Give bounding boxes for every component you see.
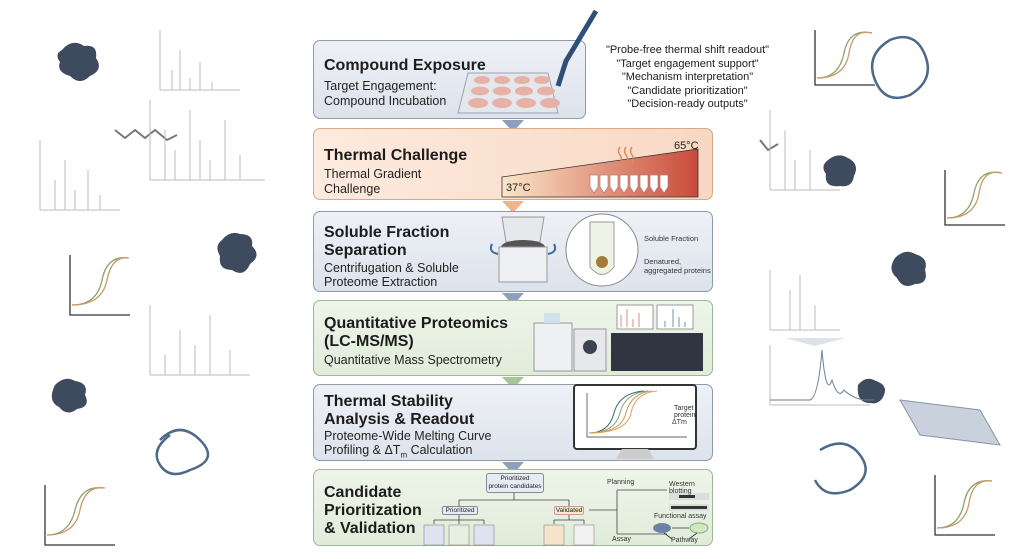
heat-icon — [617, 146, 635, 164]
protein-blob-icon — [891, 251, 926, 286]
protein-blob-icon — [51, 378, 87, 413]
outcome-item: "Probe-free thermal shift readout" — [605, 44, 770, 56]
melting-curve-chart — [944, 170, 1005, 226]
melting-curve-chart — [934, 475, 995, 536]
spectrum-chart — [769, 110, 840, 191]
western-blot-icon — [669, 493, 709, 511]
step-subtitle: Target Engagement: — [324, 79, 437, 93]
subtitle-part: Calculation — [407, 443, 473, 457]
melting-curve — [816, 31, 873, 79]
melting-curve — [71, 257, 130, 306]
step-subtitle: Profiling & ΔTm Calculation — [324, 443, 472, 463]
step-title: (LC-MS/MS) — [324, 333, 414, 350]
centrifuge-icon — [489, 216, 557, 283]
protein-ribbon-icon — [870, 35, 930, 100]
functional-assay-label: Functional assay — [654, 513, 707, 520]
outcome-item: "Target engagement support" — [616, 57, 759, 70]
target-protein-label: Target protein — [674, 405, 696, 419]
spectrum-chart — [149, 100, 265, 181]
lc-ms-instrument-icon — [533, 304, 703, 372]
step-soluble-fraction: Soluble Fraction Separation Centrifugati… — [313, 211, 713, 292]
subtitle-part: Profiling & ΔT — [324, 443, 401, 457]
protein-blob-icon — [217, 232, 257, 273]
assay-label: Assay — [612, 536, 632, 543]
melting-curve — [936, 480, 993, 529]
step-thermal-stability-analysis: Thermal Stability Analysis & Readout Pro… — [313, 384, 713, 461]
protein-blob-icon — [57, 42, 99, 81]
melting-curve-chart — [814, 30, 875, 86]
protein-ribbon-icon — [155, 428, 210, 476]
root-label: protein candidates — [488, 483, 542, 490]
pipette-icon — [555, 9, 599, 87]
aggregated-label: Denatured, — [644, 257, 682, 266]
step-thermal-challenge: Thermal Challenge Thermal Gradient Chall… — [313, 128, 713, 200]
pathway-label: Pathway — [671, 537, 698, 544]
step-subtitle: Proteome-Wide Melting Curve — [324, 429, 492, 443]
step-title: Quantitative Proteomics — [324, 315, 509, 332]
melting-curve — [936, 480, 993, 529]
step-title: & Validation — [324, 520, 416, 537]
step-title: Analysis & Readout — [324, 411, 475, 428]
step-title: Thermal Stability — [324, 393, 453, 410]
step-subtitle: Compound Incubation — [324, 94, 447, 108]
temp-high-label: 65°C — [674, 140, 699, 152]
spectrum-chart — [769, 270, 840, 331]
step-subtitle: Thermal Gradient — [324, 167, 422, 181]
thermal-gradient-ramp — [501, 146, 699, 198]
spectrum-chart — [149, 305, 250, 376]
molecule-icon — [759, 139, 779, 152]
candidate-tree-lines — [423, 489, 709, 546]
validated-box: Validated — [554, 506, 584, 515]
delta-tm-label: ΔTm — [672, 419, 687, 426]
step-title: Candidate — [324, 484, 402, 501]
melting-curve — [946, 171, 1003, 219]
soluble-fraction-label: Soluble Fraction — [644, 234, 699, 243]
melting-curve-chart — [69, 255, 130, 316]
spectrum-chart — [159, 30, 240, 91]
spectrum-chart — [39, 140, 120, 211]
protein-blob-icon — [857, 378, 885, 404]
melting-curve-chart — [44, 485, 115, 546]
step-title: Separation — [324, 242, 407, 259]
step-candidate-prioritization: Candidate Prioritization & Validation Pr… — [313, 469, 713, 546]
aggregated-label: aggregated proteins — [644, 266, 711, 275]
melting-curve — [816, 31, 873, 79]
western-blot-label: Western blotting — [669, 481, 695, 495]
well-plate-icon — [899, 399, 1001, 446]
step-quantitative-proteomics: Quantitative Proteomics (LC-MS/MS) Quant… — [313, 300, 713, 376]
melting-curve — [71, 257, 129, 306]
step-title: Thermal Challenge — [324, 147, 468, 164]
step-compound-exposure: Compound Exposure Target Engagement: Com… — [313, 9, 599, 119]
melting-curve — [46, 487, 106, 536]
temp-low-label: 37°C — [506, 182, 531, 194]
outcome-item: "Decision-ready outputs" — [627, 98, 748, 110]
outcome-item: "Mechanism interpretation" — [621, 71, 754, 83]
planning-label: Planning — [607, 479, 635, 486]
step-subtitle: Quantitative Mass Spectrometry — [324, 353, 502, 367]
protein-blob-icon — [823, 155, 856, 187]
protein-ribbon-icon — [813, 442, 867, 495]
step-title: Soluble Fraction — [324, 224, 450, 241]
step-subtitle: Centrifugation & Soluble — [324, 261, 459, 275]
chromatogram-line — [770, 349, 874, 401]
step-title: Prioritization — [324, 502, 422, 519]
outcomes-list: "Probe-free thermal shift readout" "Targ… — [580, 44, 795, 112]
prioritized-box: Prioritized — [442, 506, 478, 515]
subtitle-subscript: m — [400, 450, 408, 460]
monitor-melting-curve-icon — [573, 384, 697, 459]
molecule-icon — [114, 128, 178, 142]
step-subtitle: Proteome Extraction — [324, 275, 438, 289]
outcome-item: "Candidate prioritization" — [627, 84, 748, 97]
chromatogram-chart — [769, 345, 870, 406]
root-label: Prioritized — [500, 475, 530, 482]
melting-curve — [946, 171, 1003, 219]
well-plate-icon — [457, 72, 560, 114]
step-title: Compound Exposure — [324, 57, 486, 74]
step-subtitle: Challenge — [324, 182, 381, 196]
melting-curve — [46, 487, 104, 536]
tube-magnifier-icon — [565, 213, 639, 287]
